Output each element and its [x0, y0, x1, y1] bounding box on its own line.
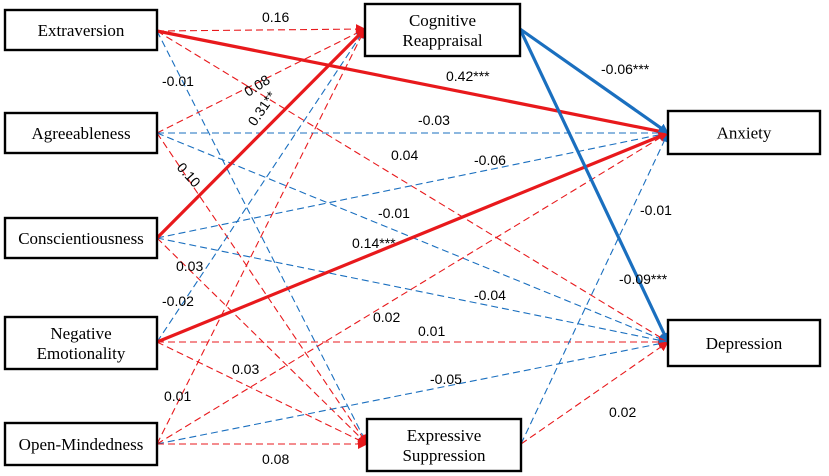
- path-open-mindedness-to-cognitive-reappraisal: [156, 28, 366, 445]
- node-label: Extraversion: [38, 21, 125, 40]
- path-expressive-suppression-to-depression: [520, 341, 669, 445]
- coefficient-label-conscientiousness-to-depression: -0.04: [474, 287, 506, 303]
- path-conscientiousness-to-depression: [156, 237, 669, 346]
- node-label: Negative: [50, 324, 111, 343]
- nodes-layer: ExtraversionAgreeablenessConscientiousne…: [3, 2, 822, 473]
- coefficient-label-negative-emotionality-to-anxiety: 0.14***: [352, 235, 396, 251]
- path-agreeableness-to-expressive-suppression: [156, 132, 368, 445]
- node-box: [3, 315, 159, 371]
- node-anxiety: Anxiety: [666, 109, 822, 156]
- path-open-mindedness-to-depression: [156, 338, 669, 445]
- node-label: Expressive: [407, 426, 482, 445]
- node-box: [3, 421, 159, 467]
- node-box: [365, 417, 523, 473]
- edges-layer: [155, 24, 670, 449]
- path-open-mindedness-to-anxiety: [156, 132, 669, 445]
- coefficient-label-negative-emotionality-to-expressive-suppression: 0.03: [232, 361, 259, 377]
- coefficient-label-expressive-suppression-to-depression: 0.02: [609, 404, 636, 420]
- node-label: Conscientiousness: [18, 229, 144, 248]
- path-negative-emotionality-to-cognitive-reappraisal: [156, 28, 366, 343]
- node-agreeableness: Agreeableness: [3, 111, 159, 155]
- coefficient-label-agreeableness-to-anxiety: -0.03: [418, 112, 450, 128]
- path-negative-emotionality-to-anxiety: [156, 131, 669, 344]
- coefficient-label-cognitive-reappraisal-to-depression: -0.09***: [619, 271, 668, 287]
- coefficient-label-extraversion-to-expressive-suppression: -0.01: [162, 73, 194, 89]
- path-conscientiousness-to-cognitive-reappraisal: [155, 27, 367, 240]
- coefficient-label-negative-emotionality-to-cognitive-reappraisal: -0.02: [162, 293, 194, 309]
- node-box: [3, 216, 159, 260]
- node-label: Open-Mindedness: [19, 435, 144, 454]
- path-conscientiousness-to-anxiety: [156, 129, 669, 239]
- node-open-mindedness: Open-Mindedness: [3, 421, 159, 467]
- node-label: Suppression: [402, 446, 486, 465]
- node-label: Cognitive: [409, 11, 476, 30]
- coefficient-label-cognitive-reappraisal-to-anxiety: -0.06***: [601, 61, 650, 77]
- coefficient-label-expressive-suppression-to-anxiety: -0.01: [640, 202, 672, 218]
- path-agreeableness-to-cognitive-reappraisal: [156, 28, 366, 134]
- node-box: [3, 8, 159, 52]
- path-extraversion-to-cognitive-reappraisal: [156, 24, 366, 35]
- coefficient-label-open-mindedness-to-depression: -0.05: [430, 371, 462, 387]
- node-label: Anxiety: [717, 124, 772, 143]
- node-depression: Depression: [666, 318, 822, 368]
- node-conscientiousness: Conscientiousness: [3, 216, 159, 260]
- path-cognitive-reappraisal-to-depression: [518, 28, 670, 343]
- node-box: [666, 318, 822, 368]
- path-negative-emotionality-to-expressive-suppression: [156, 341, 368, 445]
- coefficient-label-open-mindedness-to-expressive-suppression: 0.08: [262, 451, 289, 467]
- path-expressive-suppression-to-anxiety: [520, 132, 669, 445]
- node-box: [666, 109, 822, 156]
- coefficient-label-open-mindedness-to-anxiety: 0.02: [373, 309, 400, 325]
- node-box: [363, 2, 522, 58]
- path-conscientiousness-to-expressive-suppression: [156, 237, 368, 445]
- node-label: Reappraisal: [402, 31, 483, 50]
- node-extraversion: Extraversion: [3, 8, 159, 52]
- coefficient-label-open-mindedness-to-cognitive-reappraisal: 0.01: [164, 388, 191, 404]
- node-label: Emotionality: [37, 344, 126, 363]
- path-extraversion-to-depression: [156, 30, 669, 343]
- coefficient-label-negative-emotionality-to-depression: 0.01: [418, 323, 445, 339]
- coefficient-label-conscientiousness-to-anxiety: -0.06: [474, 152, 506, 168]
- coefficient-label-cognitive-reappraisal-to-depression: 0.04: [391, 147, 418, 163]
- coefficient-label-extraversion-to-cognitive-reappraisal: 0.16: [262, 9, 289, 25]
- node-label: Agreeableness: [31, 124, 130, 143]
- path-cognitive-reappraisal-to-anxiety: [519, 27, 669, 135]
- path-extraversion-to-expressive-suppression: [156, 30, 368, 445]
- coefficient-label-extraversion-to-anxiety: 0.42***: [446, 68, 490, 84]
- node-box: [3, 111, 159, 155]
- node-label: Depression: [706, 334, 783, 353]
- coefficient-label-agreeableness-to-depression: -0.01: [378, 205, 410, 221]
- path-extraversion-to-anxiety: [156, 29, 669, 137]
- coefficient-label-conscientiousness-to-expressive-suppression: 0.03: [176, 258, 203, 274]
